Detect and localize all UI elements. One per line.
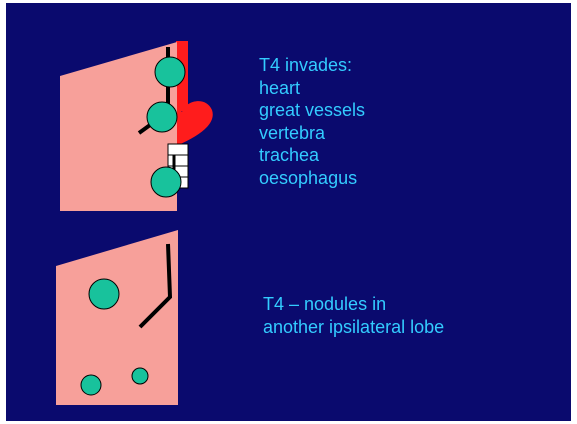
tumour-nodule-icon [147,102,177,132]
t4-invades-heading: T4 invades: [259,54,365,77]
invaded-structure-item: heart [259,77,365,100]
tumour-nodule-icon [132,368,148,384]
t4-invades-text: T4 invades: heart great vessels vertebra… [259,54,365,189]
invaded-structure-item: great vessels [259,99,365,122]
tumour-nodule-icon [155,57,185,87]
t4-nodules-line: T4 – nodules in [263,293,444,316]
t4-nodules-line: another ipsilateral lobe [263,316,444,339]
tumour-nodule-icon [151,167,181,197]
bottom-lung-diagram [56,230,178,405]
t4-nodules-text: T4 – nodules in another ipsilateral lobe [263,293,444,339]
tumour-nodule-icon [89,279,119,309]
top-lung-diagram [60,41,213,211]
tumour-nodule-icon [81,375,101,395]
invaded-structure-item: trachea [259,144,365,167]
lung-shape [56,230,178,405]
invaded-structure-item: vertebra [259,122,365,145]
invaded-structure-item: oesophagus [259,167,365,190]
